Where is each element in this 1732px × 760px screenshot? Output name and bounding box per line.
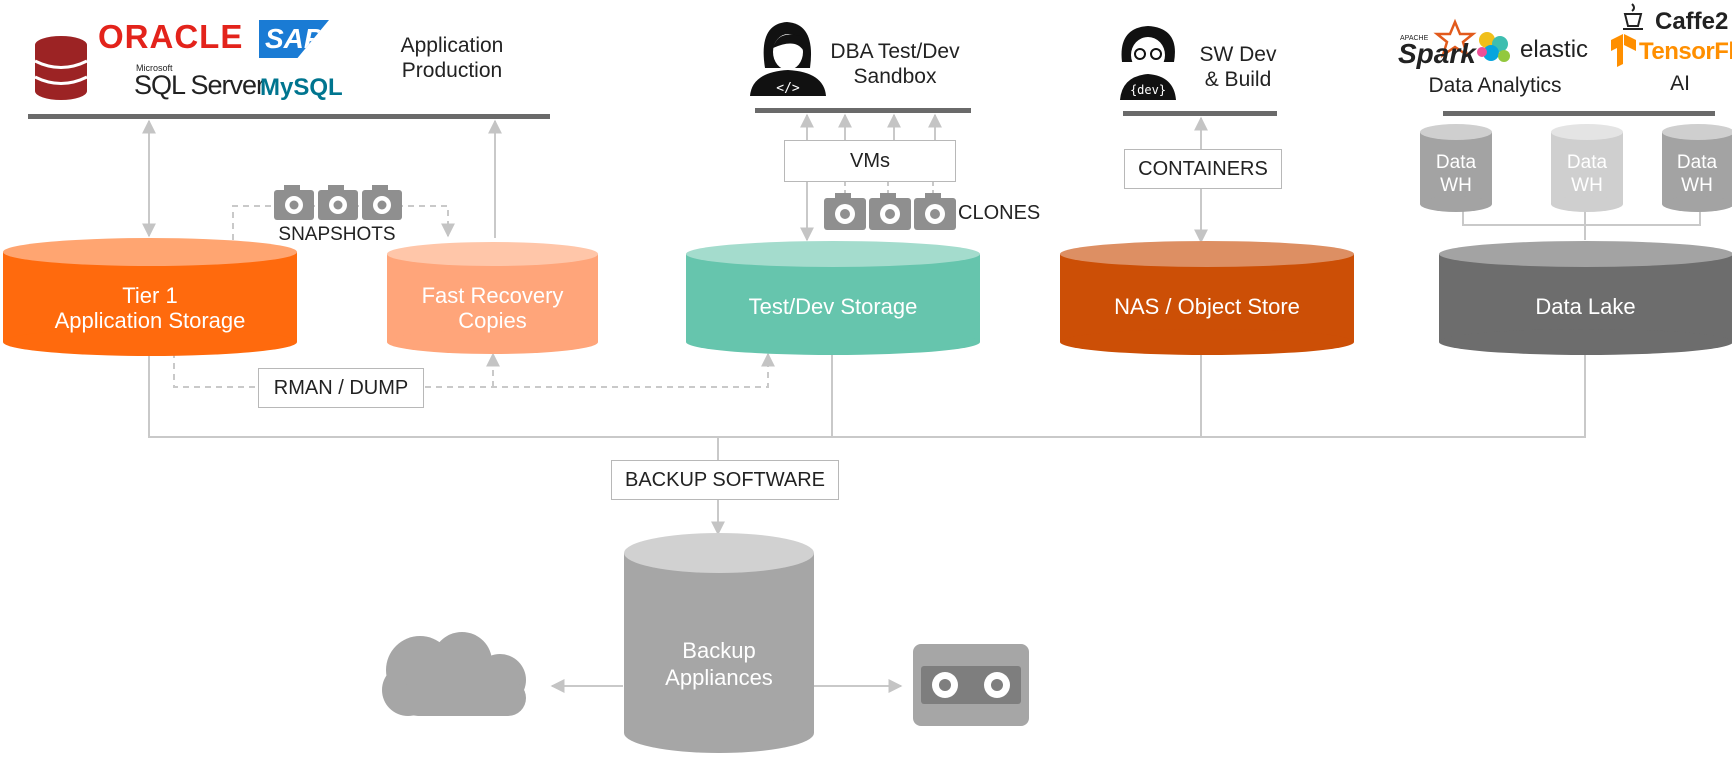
developer-woman-icon: </> xyxy=(750,22,826,96)
vms-box: VMs xyxy=(784,140,956,182)
tape-icon xyxy=(913,644,1029,726)
dba-sandbox-bar xyxy=(755,108,971,113)
camera-icon xyxy=(362,185,402,220)
camera-icon xyxy=(869,193,911,230)
data-lake-label: Data Lake xyxy=(1535,294,1636,319)
elastic-logo: elastic xyxy=(1520,36,1589,63)
backup-appliances-label: Backup Appliances xyxy=(665,638,773,690)
connectors xyxy=(142,113,1701,693)
oracle-logo: ORACLE xyxy=(98,18,244,55)
tensorflow-logo: TensorFlow xyxy=(1639,38,1732,65)
data-lake-cylinder xyxy=(1439,241,1732,355)
camera-icon xyxy=(824,193,866,230)
svg-text:</>: </> xyxy=(776,81,800,96)
backup-appliances-cylinder xyxy=(624,533,814,753)
clone-cameras xyxy=(824,193,956,230)
elastic-icon xyxy=(1477,32,1510,62)
snapshots-label: SNAPSHOTS xyxy=(278,224,396,245)
svg-text:{dev}: {dev} xyxy=(1130,83,1166,97)
data-analytics-bar xyxy=(1443,111,1715,116)
testdev-storage-label: Test/Dev Storage xyxy=(748,294,918,319)
testdev-storage-cylinder xyxy=(686,241,980,355)
tier1-storage-label: Tier 1 Application Storage xyxy=(54,283,246,333)
nas-object-store-label: NAS / Object Store xyxy=(1114,294,1300,319)
database-stack-icon xyxy=(34,36,88,100)
app-production-label: Application Production xyxy=(400,34,504,82)
app-production-bar xyxy=(28,114,550,119)
camera-icon xyxy=(274,185,314,220)
backup-bus xyxy=(148,352,1586,438)
snapshot-link xyxy=(232,205,455,240)
nas-object-store-cylinder xyxy=(1060,241,1354,355)
data-analytics-label: Data Analytics xyxy=(1428,74,1562,97)
data-wh-cylinder xyxy=(1420,124,1492,212)
ai-label: AI xyxy=(1670,72,1690,95)
camera-icon xyxy=(914,193,956,230)
dba-sandbox-label: DBA Test/Dev Sandbox xyxy=(830,40,960,88)
data-wh-cylinder xyxy=(1551,124,1623,212)
fast-recovery-cylinder xyxy=(387,242,598,354)
snapshot-cameras xyxy=(274,185,402,220)
data-wh-label: Data WH xyxy=(1566,152,1608,196)
rman-dump-box: RMAN / DUMP xyxy=(258,368,424,408)
microsoft-label: Microsoft xyxy=(136,63,173,73)
spark-logo: Spark xyxy=(1398,38,1476,69)
camera-icon xyxy=(318,185,358,220)
tensorflow-icon xyxy=(1611,34,1636,67)
rman-link xyxy=(173,352,775,388)
fast-recovery-label: Fast Recovery Copies xyxy=(421,283,564,333)
cloud-icon xyxy=(382,632,526,716)
data-wh-cylinder xyxy=(1662,124,1732,212)
apache-label: APACHE xyxy=(1400,35,1429,42)
sw-dev-bar xyxy=(1123,111,1277,116)
data-wh-label: Data WH xyxy=(1676,152,1718,196)
sql-server-logo: SQL Server xyxy=(134,70,265,100)
backup-software-box: BACKUP SOFTWARE xyxy=(611,460,839,500)
sap-logo: SAP xyxy=(259,20,329,58)
tier1-storage-cylinder xyxy=(3,238,297,356)
mysql-logo: MySQL xyxy=(260,74,343,101)
data-wh-label: Data WH xyxy=(1435,152,1477,196)
sw-dev-label: SW Dev & Build xyxy=(1199,43,1277,91)
containers-box: CONTAINERS xyxy=(1124,149,1282,189)
clones-label: CLONES xyxy=(958,202,1041,224)
caffe-logo: Caffe2 xyxy=(1655,8,1729,35)
coffee-cup-icon xyxy=(1623,3,1643,30)
developer-man-icon: {dev} xyxy=(1120,26,1176,100)
spark-star-icon xyxy=(1433,18,1477,58)
